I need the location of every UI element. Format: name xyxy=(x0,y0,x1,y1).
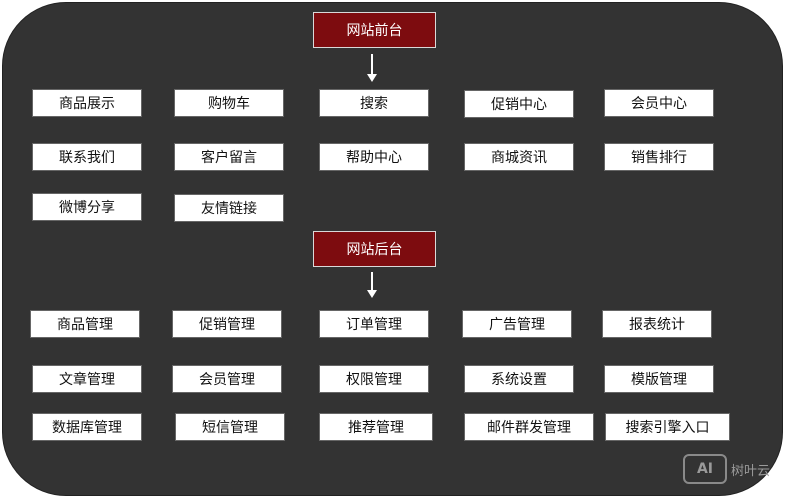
frontend-item: 促销中心 xyxy=(464,90,574,118)
backend-item: 会员管理 xyxy=(172,365,282,393)
frontend-item: 商品展示 xyxy=(32,89,142,117)
backend-item: 模版管理 xyxy=(604,365,714,393)
backend-item: 订单管理 xyxy=(319,310,429,338)
backend-item: 文章管理 xyxy=(32,365,142,393)
backend-item: 权限管理 xyxy=(319,365,429,393)
backend-item: 搜索引擎入口 xyxy=(605,413,730,441)
watermark-logo-icon: AI xyxy=(683,454,727,484)
frontend-header: 网站前台 xyxy=(313,12,436,48)
frontend-item: 购物车 xyxy=(174,89,284,117)
frontend-item: 帮助中心 xyxy=(319,143,429,171)
watermark-text: 树叶云 xyxy=(731,463,771,479)
frontend-item: 联系我们 xyxy=(32,143,142,171)
watermark: AI 树叶云 xyxy=(683,454,770,484)
frontend-item: 搜索 xyxy=(319,89,429,117)
frontend-item: 友情链接 xyxy=(174,194,284,222)
backend-item: 短信管理 xyxy=(175,413,285,441)
backend-item: 报表统计 xyxy=(602,310,712,338)
frontend-item: 会员中心 xyxy=(604,89,714,117)
frontend-item: 微博分享 xyxy=(32,193,142,221)
backend-item: 邮件群发管理 xyxy=(464,413,594,441)
frontend-item: 销售排行 xyxy=(604,143,714,171)
frontend-arrow xyxy=(367,54,377,82)
backend-item: 系统设置 xyxy=(464,365,574,393)
frontend-item: 商城资讯 xyxy=(464,143,574,171)
backend-item: 商品管理 xyxy=(30,310,140,338)
backend-item: 推荐管理 xyxy=(319,413,433,441)
backend-header: 网站后台 xyxy=(313,231,436,267)
backend-item: 广告管理 xyxy=(462,310,572,338)
backend-item: 数据库管理 xyxy=(32,413,142,441)
frontend-item: 客户留言 xyxy=(174,143,284,171)
backend-arrow xyxy=(367,272,377,298)
backend-item: 促销管理 xyxy=(172,310,282,338)
